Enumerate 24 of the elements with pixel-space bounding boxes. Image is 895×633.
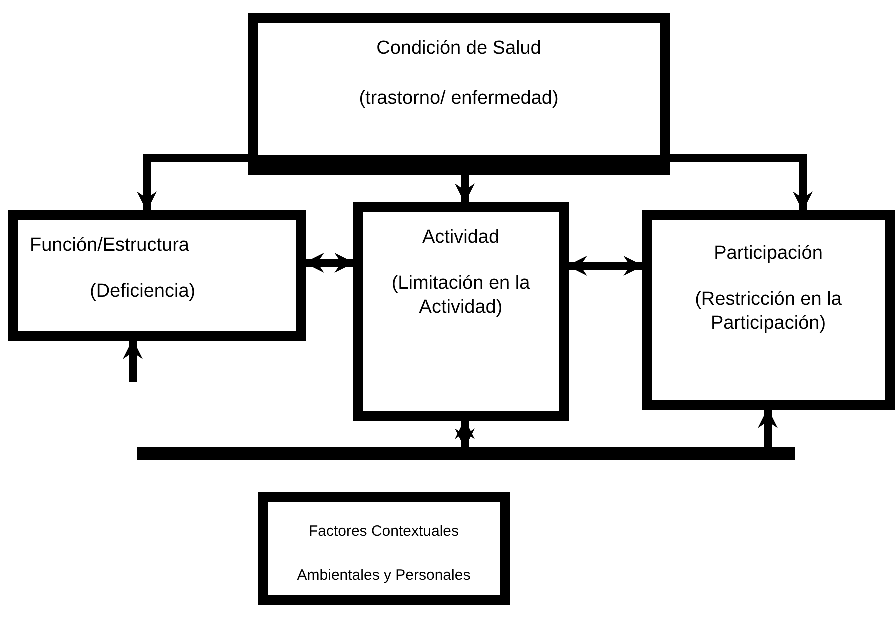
box-subtext: (Limitación en la Actividad) xyxy=(390,272,532,320)
arrow xyxy=(670,154,813,212)
box-subtext: Ambientales y Personales xyxy=(297,566,471,586)
text-box xyxy=(642,210,895,410)
text-box xyxy=(248,13,670,175)
arrow xyxy=(304,253,355,273)
arrow xyxy=(567,256,644,276)
box-heading: Condición de Salud xyxy=(376,37,542,61)
arrow xyxy=(123,339,143,382)
box-subtext: (trastorno/ enfermedad) xyxy=(359,87,559,111)
arrow xyxy=(455,419,475,449)
horizontal-bar xyxy=(137,447,795,460)
box-heading: Factores Contextuales xyxy=(308,522,460,542)
text-box xyxy=(258,492,510,605)
box-heading: Participación xyxy=(714,242,823,266)
box-heading: Función/Estructura xyxy=(30,234,190,258)
text-box xyxy=(353,202,569,421)
arrow xyxy=(137,154,248,212)
text-box xyxy=(8,210,306,341)
arrow xyxy=(758,408,778,447)
box-subtext: (Deficiencia) xyxy=(90,280,196,304)
box-subtext: (Restricción en la Participación) xyxy=(694,288,843,336)
box-heading: Actividad xyxy=(422,226,500,250)
arrow xyxy=(455,175,475,204)
